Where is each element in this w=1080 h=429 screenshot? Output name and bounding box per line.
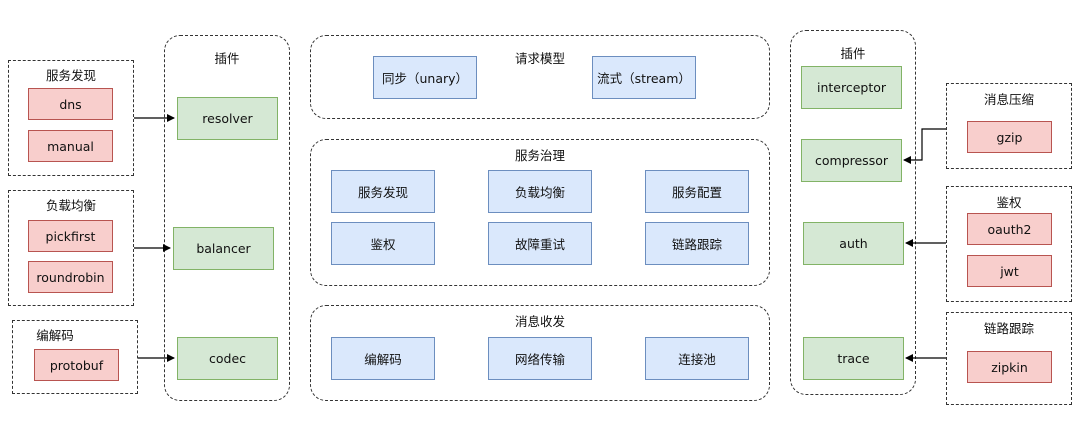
group-messaging: 消息收发 编解码 网络传输 连接池	[310, 305, 770, 401]
group-title: 服务治理	[514, 148, 565, 163]
node-service-config: 服务配置	[645, 170, 749, 213]
node-tracing: 链路跟踪	[645, 222, 749, 265]
group-codec: 编解码 protobuf	[12, 320, 138, 394]
group-title: 鉴权	[996, 195, 1022, 210]
group-tracing: 链路跟踪 zipkin	[946, 312, 1072, 405]
group-request-model: 请求模型 同步（unary） 流式（stream）	[310, 35, 770, 119]
node-codec: 编解码	[331, 337, 435, 380]
group-title: 插件	[214, 51, 240, 66]
group-title: 消息压缩	[983, 92, 1034, 107]
node-network: 网络传输	[488, 337, 592, 380]
group-service-governance: 服务治理 服务发现 负载均衡 服务配置 鉴权 故障重试 链路跟踪	[310, 139, 770, 286]
group-title: 请求模型	[514, 51, 565, 66]
node-zipkin: zipkin	[967, 351, 1052, 383]
plugin-codec: codec	[177, 337, 278, 380]
group-title: 编解码	[36, 328, 74, 343]
node-protobuf: protobuf	[34, 349, 119, 381]
plugin-compressor: compressor	[801, 139, 902, 182]
node-pickfirst: pickfirst	[28, 220, 113, 252]
group-load-balancing: 负载均衡 pickfirst roundrobin	[8, 190, 134, 306]
node-unary: 同步（unary）	[373, 56, 477, 99]
node-roundrobin: roundrobin	[28, 261, 113, 293]
group-compression: 消息压缩 gzip	[946, 83, 1072, 169]
plugin-balancer: balancer	[173, 227, 274, 270]
node-dns: dns	[28, 88, 113, 120]
node-auth: 鉴权	[331, 222, 435, 265]
plugin-auth: auth	[803, 222, 904, 265]
node-oauth2: oauth2	[967, 213, 1052, 245]
node-stream: 流式（stream）	[592, 56, 696, 99]
node-manual: manual	[28, 130, 113, 162]
node-jwt: jwt	[967, 255, 1052, 287]
node-load-balancing: 负载均衡	[488, 170, 592, 213]
plugin-interceptor: interceptor	[801, 66, 902, 109]
plugin-resolver: resolver	[177, 97, 278, 140]
group-service-discovery: 服务发现 dns manual	[8, 60, 134, 176]
node-gzip: gzip	[967, 121, 1052, 153]
group-left-plugins: 插件 resolver balancer codec	[164, 35, 290, 401]
node-retry: 故障重试	[488, 222, 592, 265]
group-title: 负载均衡	[45, 198, 96, 213]
group-title: 消息收发	[514, 314, 565, 329]
group-title: 服务发现	[45, 68, 96, 83]
group-right-plugins: 插件 interceptor compressor auth trace	[790, 30, 916, 395]
group-title: 插件	[840, 46, 866, 61]
arrow-compression-to-compressor	[903, 128, 946, 164]
plugin-trace: trace	[803, 337, 904, 380]
node-conn-pool: 连接池	[645, 337, 749, 380]
node-service-discovery: 服务发现	[331, 170, 435, 213]
group-title: 链路跟踪	[983, 321, 1034, 336]
group-auth: 鉴权 oauth2 jwt	[946, 186, 1072, 302]
